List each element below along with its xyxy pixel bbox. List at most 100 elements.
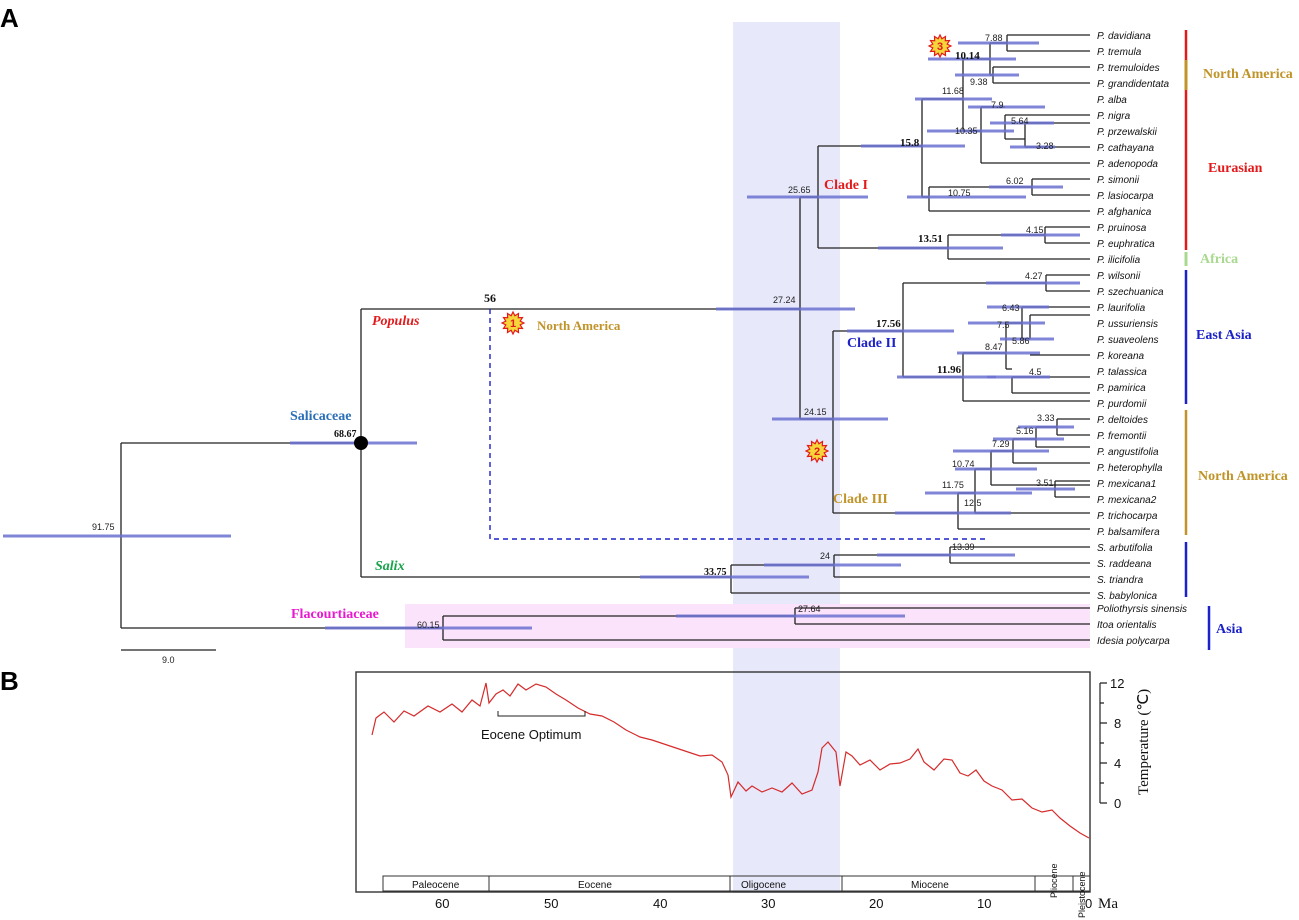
x-axis-unit: Ma [1098, 896, 1118, 912]
age-7-88: 7.88 [985, 33, 1003, 43]
age-11-68: 11.68 [942, 86, 964, 96]
age-10-14: 10.14 [955, 50, 980, 62]
x-tick-10: 10 [977, 896, 991, 911]
region-east-asia: East Asia [1196, 328, 1252, 343]
taxon-label: P. ilicifolia [1097, 255, 1141, 266]
age-4-27: 4.27 [1025, 271, 1043, 281]
region-bars [1184, 30, 1211, 650]
age-clade-i: 25.65 [788, 185, 811, 195]
x-tick-0: 0 [1085, 896, 1092, 911]
taxon-label: P. ussuriensis [1097, 319, 1158, 330]
age-9-38: 9.38 [970, 77, 988, 87]
label-clade-i: Clade I [824, 178, 868, 193]
hpd-bars [3, 41, 1080, 630]
age-13-51: 13.51 [918, 233, 943, 245]
oligocene-band [733, 22, 840, 893]
x-axis: 60 50 40 30 20 10 0 Ma [435, 896, 1118, 912]
svg-text:1: 1 [510, 318, 516, 330]
eocene-optimum-label: Eocene Optimum [481, 727, 581, 742]
age-7-9: 7.9 [991, 100, 1004, 110]
age-6-02: 6.02 [1006, 176, 1024, 186]
taxon-label: P. mexicana2 [1097, 495, 1157, 506]
age-7-5: 7.5 [997, 320, 1010, 330]
region-africa: Africa [1200, 252, 1238, 267]
taxon-label: P. wilsonii [1097, 271, 1141, 282]
taxon-label: P. tremula [1097, 47, 1142, 58]
age-60-15: 60.15 [417, 620, 440, 630]
age-10-74: 10.74 [952, 459, 975, 469]
taxon-label: P. adenopoda [1097, 159, 1158, 170]
taxon-label: S. triandra [1097, 575, 1144, 586]
epoch-miocene: Miocene [911, 880, 949, 891]
event-marker-3: 3 [927, 33, 953, 59]
age-24: 24 [820, 551, 830, 561]
epoch-oligocene: Oligocene [741, 880, 786, 891]
age-27-64: 27.64 [798, 604, 821, 614]
taxon-label: P. heterophylla [1097, 463, 1163, 474]
region-north-america-top: North America [1203, 67, 1293, 82]
taxon-label: P. lasiocarpa [1097, 191, 1154, 202]
age-salicaceae: 68.67 [334, 429, 357, 440]
label-flacourtiaceae: Flacourtiaceae [291, 607, 379, 622]
epoch-paleocene: Paleocene [412, 880, 460, 891]
age-8-47: 8.47 [985, 342, 1003, 352]
taxon-label: P. davidiana [1097, 31, 1151, 42]
age-17-56: 17.56 [876, 318, 901, 330]
epoch-bar: Paleocene Eocene Oligocene Miocene Plioc… [382, 863, 1091, 918]
svg-text:3: 3 [937, 41, 943, 53]
taxon-label: P. deltoides [1097, 415, 1148, 426]
y-axis-label: Temperature (℃) [1136, 689, 1152, 795]
y-tick-0: 0 [1114, 796, 1121, 811]
label-clade-iii: Clade III [833, 492, 888, 507]
age-6-43: 6.43 [1002, 303, 1020, 313]
age-4-15: 4.15 [1026, 225, 1044, 235]
age-24-15: 24.15 [804, 407, 827, 417]
age-15-8: 15.8 [900, 137, 920, 149]
taxon-label: P. angustifolia [1097, 447, 1159, 458]
age-5-64: 5.64 [1011, 116, 1029, 126]
calibration-node-dot [354, 436, 368, 450]
x-tick-60: 60 [435, 896, 449, 911]
age-5-86: 5.86 [1012, 336, 1030, 346]
event-marker-2: 2 [804, 438, 830, 464]
label-salicaceae: Salicaceae [290, 409, 351, 424]
eocene-optimum-bracket [497, 711, 586, 717]
taxon-label: P. talassica [1097, 367, 1147, 378]
epoch-pleistocene: Pleistocene [1077, 871, 1087, 918]
age-populus: 27.24 [773, 295, 796, 305]
age-7-29: 7.29 [992, 439, 1010, 449]
region-eurasian: Eurasian [1208, 161, 1263, 176]
taxon-label: P. fremontii [1097, 431, 1147, 442]
taxon-label: P. pamirica [1097, 383, 1146, 394]
taxon-label: P. afghanica [1097, 207, 1152, 218]
label-fossil-region: North America [537, 318, 621, 333]
x-tick-50: 50 [544, 896, 558, 911]
age-11-96: 11.96 [937, 364, 962, 376]
taxon-label: S. babylonica [1097, 591, 1157, 602]
y-tick-4: 4 [1114, 756, 1121, 771]
svg-text:2: 2 [814, 446, 820, 458]
taxon-label: P. suaveolens [1097, 335, 1159, 346]
region-north-america-bottom: North America [1198, 469, 1288, 484]
y-axis: 12 8 4 0 Temperature (℃) [1099, 676, 1152, 811]
taxon-label: P. alba [1097, 95, 1127, 106]
epoch-eocene: Eocene [578, 880, 612, 891]
region-asia: Asia [1216, 622, 1242, 637]
taxon-label: P. purdomii [1097, 399, 1147, 410]
age-12-5: 12.5 [964, 498, 982, 508]
scale-bar-label: 9.0 [162, 655, 175, 665]
node-age-labels: 91.75 68.67 27.24 25.65 15.8 11.68 10.14… [92, 33, 1055, 630]
taxon-label: P. mexicana1 [1097, 479, 1156, 490]
taxon-label: P. cathayana [1097, 143, 1155, 154]
y-tick-8: 8 [1114, 716, 1121, 731]
taxon-label: P. laurifolia [1097, 303, 1146, 314]
taxon-label: S. arbutifolia [1097, 543, 1153, 554]
taxon-label: P. simonii [1097, 175, 1140, 186]
taxon-label: P. tremuloides [1097, 63, 1160, 74]
age-3-33: 3.33 [1037, 413, 1055, 423]
y-tick-12: 12 [1110, 676, 1124, 691]
age-fossil-56: 56 [484, 291, 496, 305]
fossil-calibration-line [489, 309, 985, 540]
panel-a-letter: A [0, 3, 19, 33]
